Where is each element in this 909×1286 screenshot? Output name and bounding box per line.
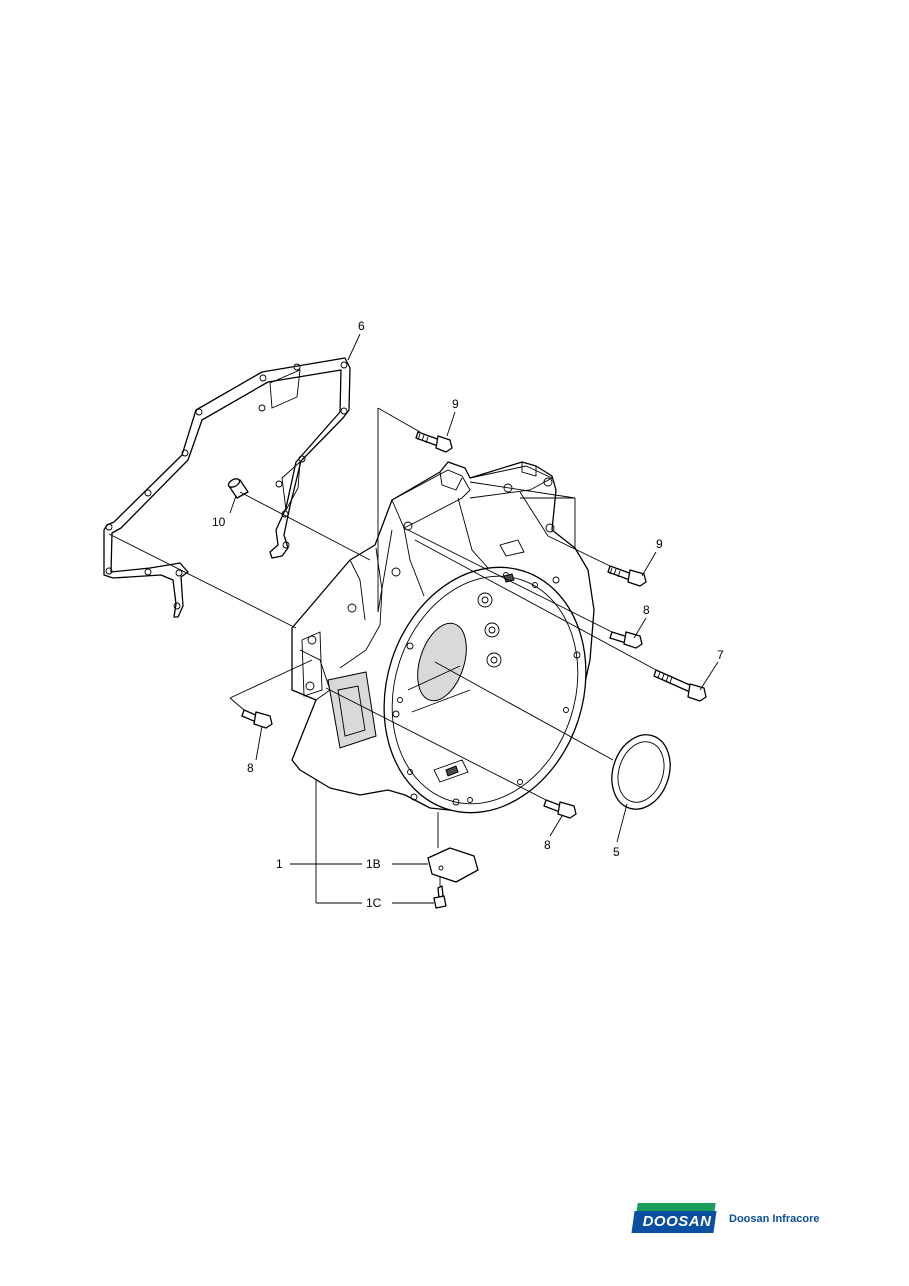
callout-8-left: 8 [247, 761, 254, 775]
callout-1: 1 [276, 857, 283, 871]
callout-9-right: 9 [656, 537, 663, 551]
gasket-part-6 [103, 357, 351, 618]
bolt-part-8-right [609, 631, 643, 649]
bolt-part-9-right [607, 565, 647, 587]
callout-8-right: 8 [643, 603, 650, 617]
bolt-part-8-left [241, 709, 273, 729]
logo-brand-text: DOOSAN [642, 1213, 712, 1230]
callout-leaders [229, 333, 719, 904]
doosan-logo: DOOSAN Doosan Infracore [631, 1200, 833, 1240]
callout-6: 6 [358, 319, 365, 333]
assembly-lines [108, 407, 657, 886]
callout-1c: 1C [366, 896, 382, 910]
oil-seal-part-5 [611, 734, 671, 810]
bolt-part-9-upper [415, 431, 453, 453]
callout-8-bottom: 8 [544, 838, 551, 852]
doosan-logo-mark: DOOSAN [631, 1203, 717, 1235]
flywheel-housing-part-1 [291, 461, 595, 814]
screw-part-1c [433, 885, 447, 909]
logo-company-name: Doosan Infracore [729, 1213, 820, 1225]
callout-9-upper: 9 [452, 397, 459, 411]
bolt-part-7 [653, 669, 707, 702]
cover-plate-part-1b [427, 847, 479, 883]
bolt-part-8-bottom [543, 799, 577, 819]
callout-7: 7 [717, 648, 724, 662]
callout-10: 10 [212, 515, 226, 529]
callout-labels: 6 9 10 9 8 7 8 8 5 1 1B 1C [212, 319, 724, 910]
callout-1b: 1B [366, 857, 381, 871]
callout-5: 5 [613, 845, 620, 859]
